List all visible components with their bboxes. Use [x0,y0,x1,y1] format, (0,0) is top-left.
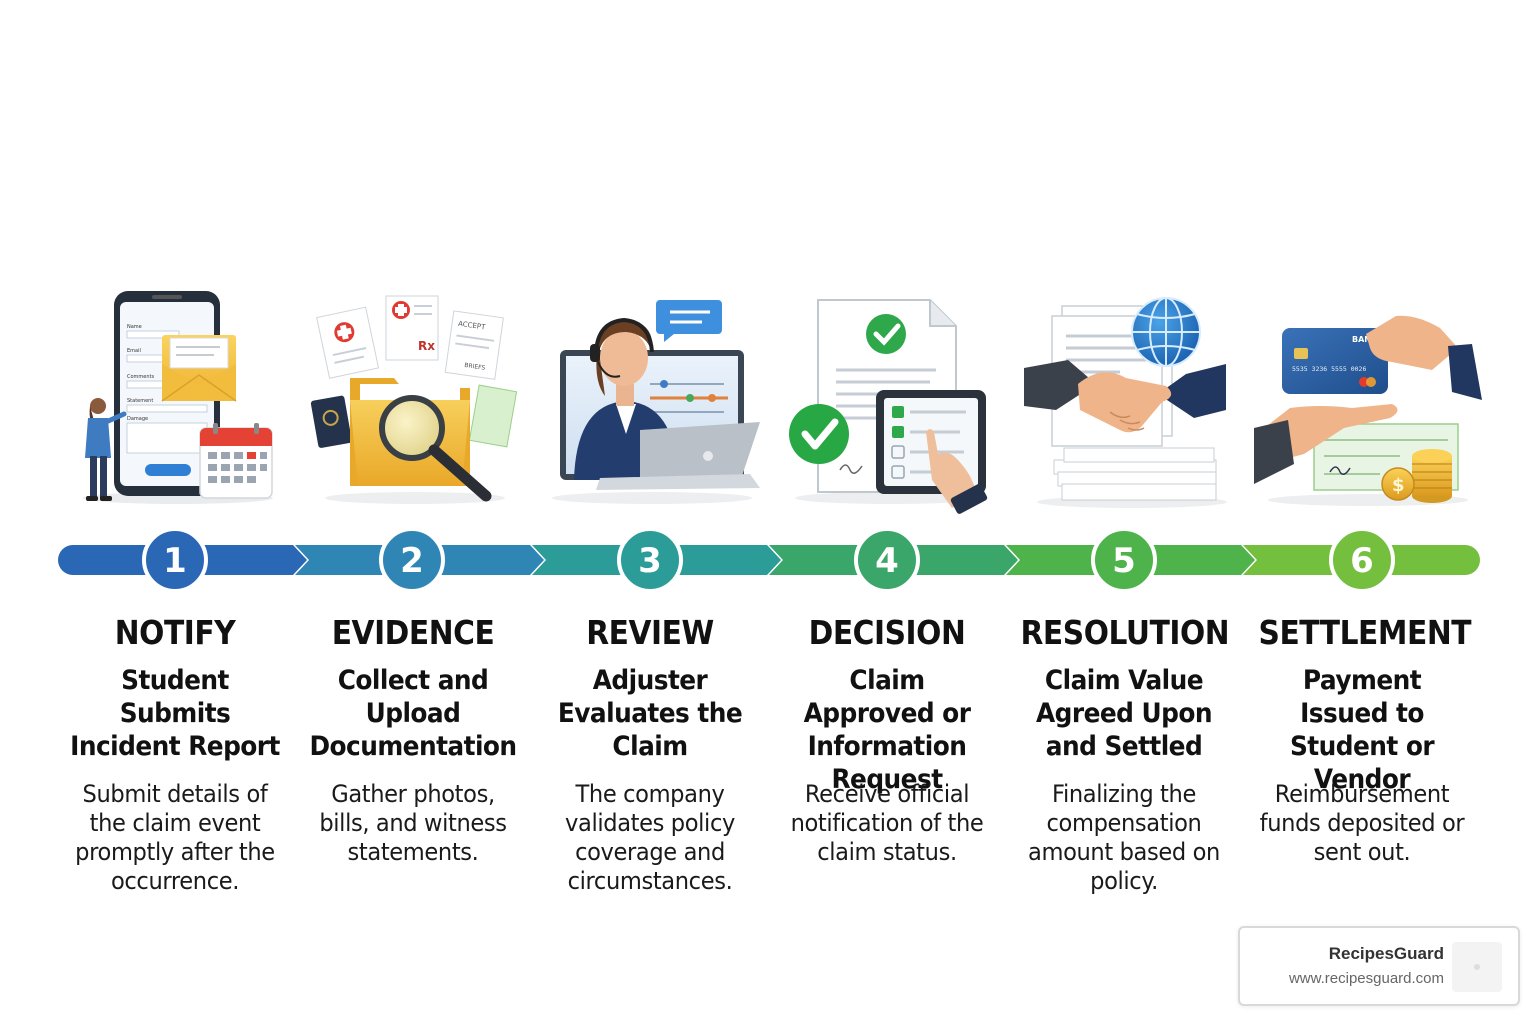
step-column-6: SETTLEMENT Payment Issued to Student or … [1247,612,1477,867]
step-name: DECISION [808,613,966,652]
timeline-start-cap [58,545,88,575]
process-timeline: 1 2 3 4 5 6 [58,527,1480,593]
form-field-statement: Statement [127,398,153,404]
step-name: NOTIFY [114,613,236,652]
step-name: REVIEW [586,613,714,652]
step-number-badge-2 [379,527,445,593]
step-description: The company validates policy coverage an… [565,780,735,895]
step-column-4: DECISION Claim Approved or Information R… [772,612,1002,867]
step-number-3: 3 [638,541,662,581]
step-illustrations: Name Email Comments Statement Damage [83,291,1482,514]
step-heading: Claim Approved or Information Request [803,665,971,795]
step-description: Finalizing the compensation amount based… [1028,780,1220,895]
step-heading: Claim Value Agreed Upon and Settled [1035,665,1213,762]
step-number-2: 2 [400,541,424,581]
step-number-badge-4 [854,527,920,593]
accept-label: ACCEPT [458,320,487,332]
step-column-3: REVIEW Adjuster Evaluates the Claim The … [535,612,765,896]
step-number-4: 4 [875,541,899,581]
step-description: Submit details of the claim event prompt… [75,780,275,895]
card-number: 5535 3236 5555 0026 [1292,365,1366,373]
step-description: Receive official notification of the cla… [790,780,984,866]
step-column-5: RESOLUTION Claim Value Agreed Upon and S… [1009,612,1239,896]
step-description: Reimbursement funds deposited or sent ou… [1259,780,1465,866]
step-column-2: EVIDENCE Collect and Upload Documentatio… [298,612,528,867]
rx-label: Rx [418,339,435,353]
timeline-end-cap [1450,545,1480,575]
step-number-6: 6 [1350,541,1374,581]
form-field-comments: Comments [127,374,154,380]
brand-logo-icon [1452,942,1502,992]
brand-url[interactable]: www.recipesguard.com [1288,970,1444,987]
phone-envelope-calendar-icon: Name Email Comments Statement Damage [83,291,273,504]
step-heading: Payment Issued to Student or Vendor [1289,665,1435,795]
step-name: RESOLUTION [1020,613,1230,652]
form-field-damage: Damage [127,416,148,422]
step-name: SETTLEMENT [1258,613,1472,652]
step-number-1: 1 [163,541,187,581]
step-heading: Adjuster Evaluates the Claim [557,665,743,762]
step-name: EVIDENCE [331,613,495,652]
folder-magnifier-icon: Rx ACCEPT BRIEFS [310,295,518,504]
step-heading: Collect and Upload Documentation [309,665,517,762]
brand-name: RecipesGuard [1328,944,1444,963]
briefs-label: BRIEFS [464,362,486,372]
step-number-badge-1 [142,527,208,593]
step-heading: Student Submits Incident Report [70,665,280,762]
step-number-badge-6 [1329,527,1395,593]
card-cheque-coins-icon: $ BANK 5535 3236 5555 0026 [1254,315,1482,506]
step-column-1: NOTIFY Student Submits Incident Report S… [60,612,290,896]
approved-document-tablet-icon [789,299,988,514]
form-field-name: Name [127,324,142,330]
adjuster-laptop-icon [552,300,760,504]
card-bank-label: BANK [1352,335,1378,344]
step-number-badge-5 [1091,527,1157,593]
step-description: Gather photos, bills, and witness statem… [319,780,507,866]
step-number-5: 5 [1112,541,1136,581]
brand-card[interactable]: RecipesGuard www.recipesguard.com [1238,926,1520,1006]
step-number-badge-3 [617,527,683,593]
form-field-email: Email [127,348,141,354]
handshake-globe-icon [1024,297,1227,508]
svg-text:$: $ [1392,475,1405,496]
